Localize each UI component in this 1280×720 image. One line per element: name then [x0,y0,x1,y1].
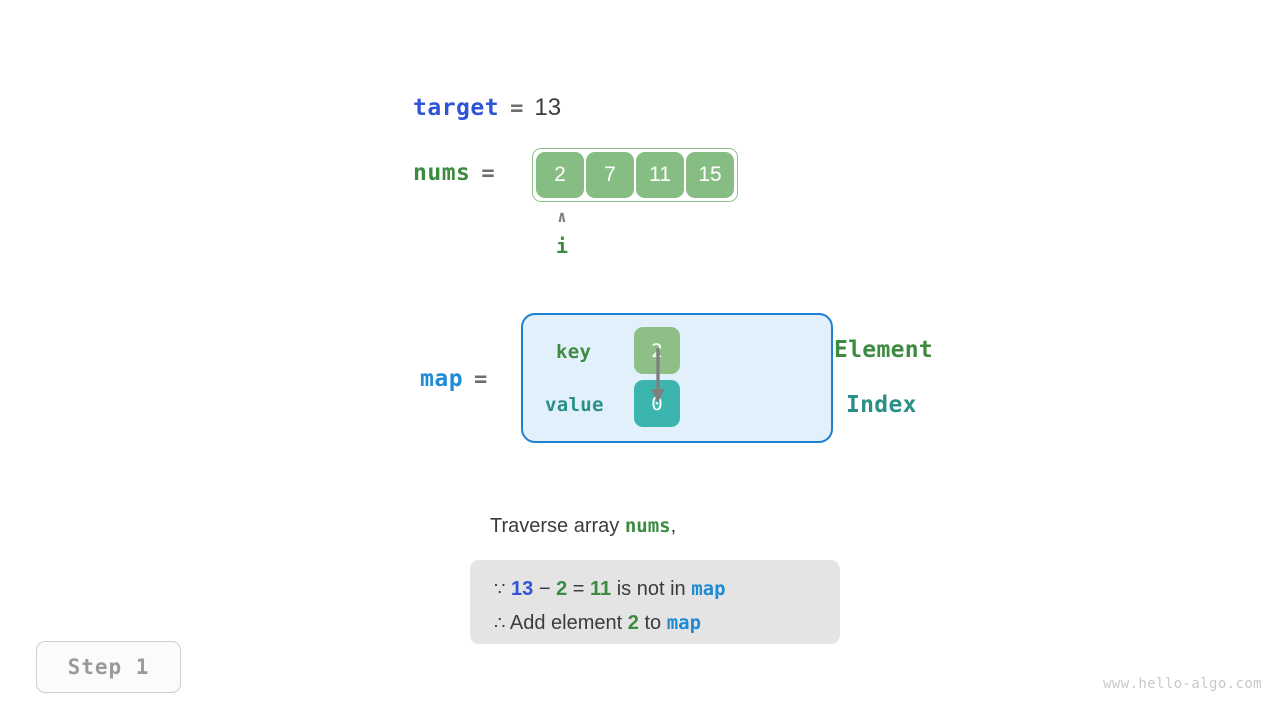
note-map-keyword: map [666,612,702,634]
target-row: target = 13 [413,94,561,122]
note-map-keyword: map [691,578,726,600]
array-cell: 15 [686,152,734,198]
target-variable-name: target [413,95,500,121]
note-box: ∵ 13 − 2 = 11 is not in map ∴ Add elemen… [470,560,840,644]
description-prefix: Traverse array [490,515,625,537]
because-symbol: ∵ [494,579,506,599]
array-container: 2 7 11 15 [532,148,738,202]
step-badge: Step 1 [36,641,181,693]
note-minus-sign: − [538,578,551,600]
index-pointer-label: i [555,234,569,258]
note-equals-sign: = [572,578,585,600]
note-line-2: ∴ Add element 2 to map [494,606,840,640]
nums-variable-name: nums [413,160,471,186]
description-line: Traverse array nums, [490,515,676,538]
watermark: www.hello-algo.com [1103,676,1262,692]
index-pointer: ∧ i [540,207,584,258]
note-complement-value: 11 [590,578,612,600]
note-current-element: 2 [556,578,568,600]
note-target-value: 13 [511,578,534,600]
note-added-element: 2 [627,612,639,634]
map-value-cell: 0 [634,380,680,427]
nums-equals-sign: = [481,160,495,186]
array-cell: 11 [636,152,684,198]
caret-up-icon: ∧ [557,207,567,226]
map-value-label: value [545,394,604,416]
step-badge-label: Step 1 [67,655,150,679]
array-cell: 7 [586,152,634,198]
description-suffix: , [670,515,677,537]
note-line-1: ∵ 13 − 2 = 11 is not in map [494,572,840,606]
target-equals-sign: = [510,96,524,121]
map-equals-sign: = [474,366,488,392]
note-add-middle: to [638,612,667,634]
therefore-symbol: ∴ [494,613,506,633]
map-variable-name: map [420,366,464,392]
array-cell: 2 [536,152,584,198]
map-row: map = [420,366,487,392]
map-index-side-label: Index [846,392,917,418]
nums-row: nums = [413,160,495,186]
map-element-side-label: Element [834,337,934,363]
note-add-prefix: Add element [509,612,628,634]
description-keyword-nums: nums [624,515,671,537]
map-key-label: key [556,341,592,363]
map-key-cell: 2 [634,327,680,374]
note-tail-text: is not in [616,578,692,600]
target-value: 13 [534,94,562,121]
